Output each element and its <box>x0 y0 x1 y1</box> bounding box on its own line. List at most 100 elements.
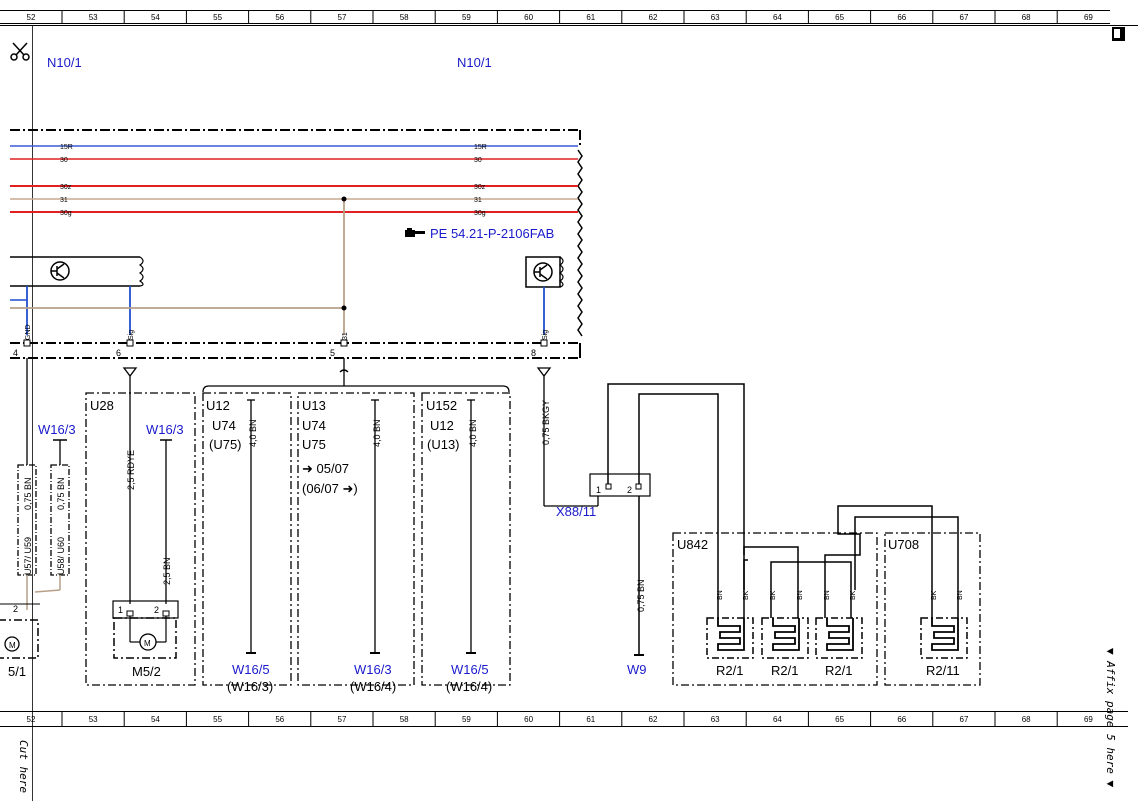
ruler-number: 65 <box>835 13 844 22</box>
ruler-number: 59 <box>462 13 471 22</box>
u842-wiring <box>717 505 959 618</box>
pin-number: 1 <box>596 485 601 495</box>
u12-box <box>202 392 292 686</box>
wire-color-label: BN <box>957 590 964 600</box>
pin-signal-labels: GND Sig 31 Sig <box>25 324 549 340</box>
transistor-icon <box>533 262 553 282</box>
wire-color-label: BK <box>743 590 750 600</box>
affix-page-label: ▼ Affix page 5 here ▼ <box>1104 648 1117 787</box>
ruler-number: 61 <box>586 715 595 724</box>
ruler-number: 63 <box>711 715 720 724</box>
ruler-number: 52 <box>27 715 36 724</box>
ruler-number: 53 <box>89 715 98 724</box>
pin-number: 2 <box>154 605 159 615</box>
variant-label: U12 <box>206 398 230 413</box>
u842-box <box>672 532 878 686</box>
module-label-left: N10/1 <box>47 55 82 70</box>
ground-label: W16/3 <box>146 422 184 437</box>
variant-label: U12 <box>430 418 454 433</box>
pin-number: 6 <box>116 348 121 358</box>
wire-label: 4,0 BN <box>372 419 382 447</box>
bus-wires <box>10 145 578 213</box>
svg-text:31: 31 <box>60 197 68 204</box>
u28-motor <box>112 600 179 659</box>
wire-label: 0,75 BN <box>636 579 646 612</box>
pin-number: 4 <box>13 348 18 358</box>
ruler-number: 60 <box>524 715 533 724</box>
svg-text:15R: 15R <box>60 144 73 151</box>
ruler-number: 66 <box>897 715 906 724</box>
module-label-right: N10/1 <box>457 55 492 70</box>
ground-alt-label: (W16/4) <box>446 679 492 694</box>
module-break-edge <box>577 149 583 337</box>
component-label: 5/1 <box>8 664 26 679</box>
svg-text:15R: 15R <box>474 144 487 151</box>
ruler-number: 55 <box>213 715 222 724</box>
ruler-number: 59 <box>462 715 471 724</box>
ruler-number: 68 <box>1022 13 1031 22</box>
wire-color-label: BK <box>770 590 777 600</box>
u28-box <box>85 392 196 686</box>
u152-box <box>421 392 511 686</box>
heater-label: R2/11 <box>926 663 960 678</box>
heating-coil-icon <box>717 618 745 651</box>
variant-label: U74 <box>212 418 236 433</box>
ground-label: W16/5 <box>451 662 489 677</box>
ruler-number: 67 <box>960 715 969 724</box>
ruler-number: 65 <box>835 715 844 724</box>
svg-text:30z: 30z <box>60 184 72 191</box>
ruler-number: 60 <box>524 13 533 22</box>
svg-text:Sig: Sig <box>128 330 135 340</box>
svg-text:30: 30 <box>60 157 68 164</box>
ruler-number: 56 <box>275 715 284 724</box>
cut-here-label: Cut here <box>17 740 30 793</box>
variant-label: (U13) <box>427 437 460 452</box>
ruler-number: 54 <box>151 715 160 724</box>
date-note: (06/07 ➜) <box>302 481 358 496</box>
left-splices <box>17 439 70 610</box>
heater-label: R2/1 <box>716 663 743 678</box>
bus-wire-labels-left: 15R 30 30z 31 30g <box>60 144 73 217</box>
ground-label: W9 <box>627 662 647 677</box>
motor-icon: M <box>9 641 16 650</box>
ruler-number: 56 <box>275 13 284 22</box>
ruler-number: 67 <box>960 13 969 22</box>
heater-label: R2/1 <box>771 663 798 678</box>
ruler-number: 63 <box>711 13 720 22</box>
u12-wire <box>246 399 256 654</box>
heater-elements <box>706 617 968 659</box>
pin-number: 5 <box>330 348 335 358</box>
bus-wire-labels-right: 15R 30 30z 31 30g <box>474 144 487 217</box>
variant-label: U842 <box>677 537 708 552</box>
splice-label: U57/ U59 <box>23 537 33 575</box>
svg-text:GND: GND <box>25 324 32 340</box>
variant-label: U75 <box>302 437 326 452</box>
ground-alt-label: (W16/4) <box>350 679 396 694</box>
ruler-number: 54 <box>151 13 160 22</box>
module-outline <box>10 129 581 359</box>
svg-text:30g: 30g <box>474 210 486 217</box>
pin-number: 2 <box>627 485 632 495</box>
ruler-number: 69 <box>1084 13 1093 22</box>
u13-box <box>297 392 415 686</box>
ruler-number: 62 <box>649 715 658 724</box>
wire-color-label: BN <box>797 590 804 600</box>
splice-label: U58/ U60 <box>56 537 66 575</box>
component-label: M5/2 <box>132 664 161 679</box>
wire-color-label: BN <box>717 590 724 600</box>
wire-label: 0,75 BN <box>23 477 33 510</box>
wire-color-label: BK <box>850 590 857 600</box>
ground-alt-label: (W16/3) <box>227 679 273 694</box>
heater-box <box>815 617 863 659</box>
ground-label: W16/3 <box>38 422 76 437</box>
u708-wiring <box>931 590 959 618</box>
transistor-icon <box>50 261 70 281</box>
pin-number: 2 <box>13 604 18 614</box>
internal-wires <box>10 196 545 335</box>
wire-label: 2,5 BN <box>162 557 172 585</box>
reference-link[interactable]: PE 54.21-P-2106FAB <box>430 226 554 241</box>
wire-color-label: BN <box>824 590 831 600</box>
